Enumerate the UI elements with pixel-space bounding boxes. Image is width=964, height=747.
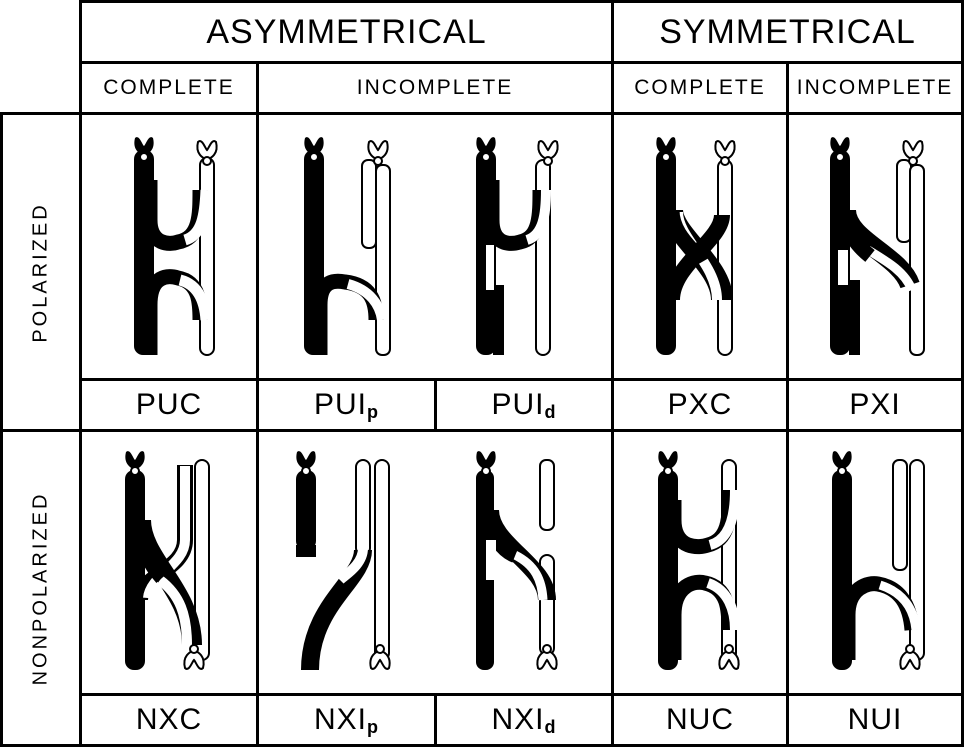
diagram-pui-d	[476, 137, 558, 355]
diagram-nxi-d	[476, 451, 557, 670]
diagram-pui-p	[304, 137, 390, 355]
diagram-nuc	[658, 451, 739, 670]
diagram-pxi	[830, 137, 924, 355]
diagram-nxi-p	[296, 451, 390, 670]
diagram-pxc	[656, 137, 735, 355]
diagram-nui	[832, 451, 924, 670]
diagram-nxc	[125, 451, 209, 670]
diagram-puc	[134, 137, 217, 355]
